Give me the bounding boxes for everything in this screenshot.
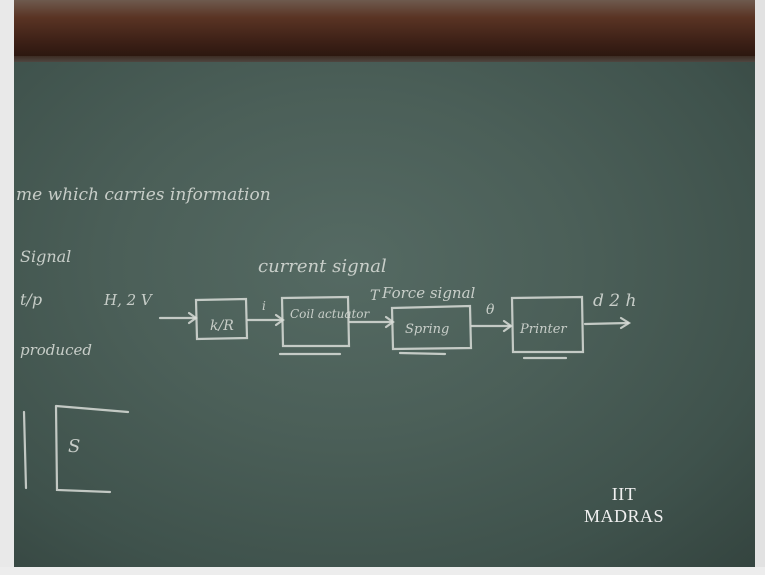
frame-border-left [0, 0, 14, 575]
output-arrowhead [619, 316, 632, 330]
logo-line-iit: IIT [611, 484, 637, 504]
block-printer-label: Printer [519, 322, 567, 337]
block-coil-label: Coil actuator [290, 307, 371, 321]
block-gain-label: k/R [210, 318, 234, 334]
frame-border-bottom [0, 567, 765, 575]
force-signal-label: Force signal [381, 284, 476, 302]
block-gain [194, 297, 249, 341]
signal-i-label: i [262, 299, 266, 313]
output-arrow [583, 321, 630, 326]
logo-line-madras: MADRAS [584, 506, 665, 526]
output-label: d 2 h [593, 291, 636, 311]
frame-border-right [755, 0, 765, 575]
wooden-ledge [0, 0, 765, 58]
theta-label: θ [486, 302, 495, 318]
box-s-label: S [68, 436, 80, 457]
iit-madras-logo: IIT MADRAS [584, 483, 664, 527]
block-coil [280, 295, 351, 348]
spring-underline [398, 351, 447, 356]
box-s-outline [54, 404, 130, 494]
text-signal-line: Signal [20, 247, 71, 266]
chalkboard [12, 62, 757, 567]
block-spring [390, 304, 473, 351]
wooden-ledge-edge [0, 56, 765, 66]
torque-label: T [370, 288, 381, 304]
left-vertical-stroke [22, 410, 28, 490]
text-information-line: me which carries information [16, 185, 271, 205]
arrowhead-spring-to-printer [502, 319, 513, 333]
input-voltage-label: H, 2 V [103, 291, 154, 309]
text-tp-line: t/p [20, 290, 42, 309]
current-signal-label: current signal [258, 256, 387, 277]
block-spring-label: Spring [405, 322, 449, 337]
block-printer [510, 295, 585, 354]
text-produced-line: produced [20, 341, 92, 359]
